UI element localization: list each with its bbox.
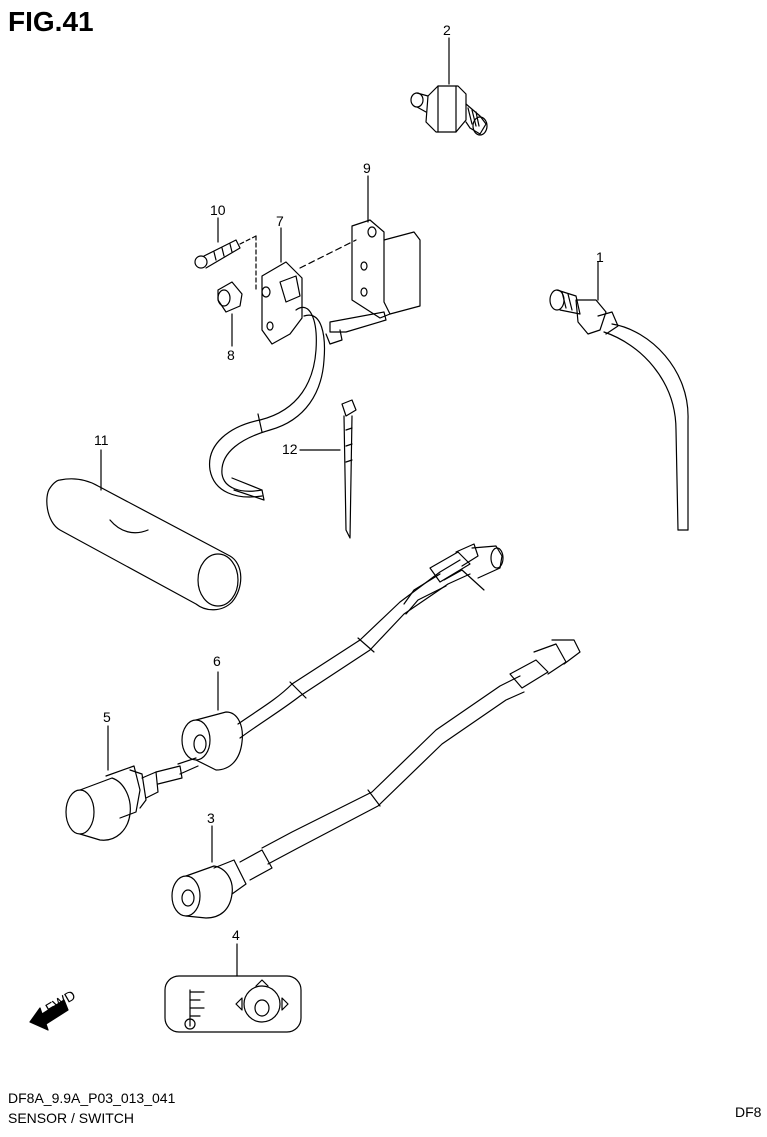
- part-label-6: 6: [213, 653, 221, 669]
- temperature-sensor-1: [549, 261, 689, 531]
- part-label-10: 10: [210, 202, 226, 218]
- part-labels: 2 1 9 10 7 8 11 12 6 5 3 4 FWD: [43, 22, 605, 1017]
- decal-4: [164, 943, 302, 1033]
- sensor-7: [209, 227, 326, 501]
- part-label-5: 5: [103, 709, 111, 725]
- forward-arrow-icon: [29, 999, 69, 1031]
- figure-title: FIG.41: [8, 6, 94, 37]
- part-label-12: 12: [282, 441, 298, 457]
- collar-8: [217, 281, 243, 347]
- part-label-8: 8: [227, 347, 235, 363]
- cable-tie-12: [299, 399, 357, 539]
- oil-pressure-switch-2: [410, 37, 488, 136]
- bracket-9: [299, 175, 421, 345]
- grommet-harness-6: [181, 543, 504, 771]
- part-label-4: 4: [232, 927, 240, 943]
- part-label-11: 11: [94, 432, 109, 448]
- switch-5: [65, 725, 199, 841]
- model-code-truncated: DF8: [735, 1104, 762, 1120]
- sleeve-11: [46, 449, 242, 611]
- harness-sensor-3: [171, 639, 581, 919]
- figure-description: SENSOR / SWITCH: [8, 1110, 135, 1126]
- figure-code: DF8A_9.9A_P03_013_041: [8, 1090, 176, 1106]
- screw-10: [194, 217, 257, 291]
- part-label-3: 3: [207, 810, 215, 826]
- part-label-7: 7: [276, 213, 284, 229]
- part-label-9: 9: [363, 160, 371, 176]
- part-label-2: 2: [443, 22, 451, 38]
- part-label-1: 1: [596, 249, 604, 265]
